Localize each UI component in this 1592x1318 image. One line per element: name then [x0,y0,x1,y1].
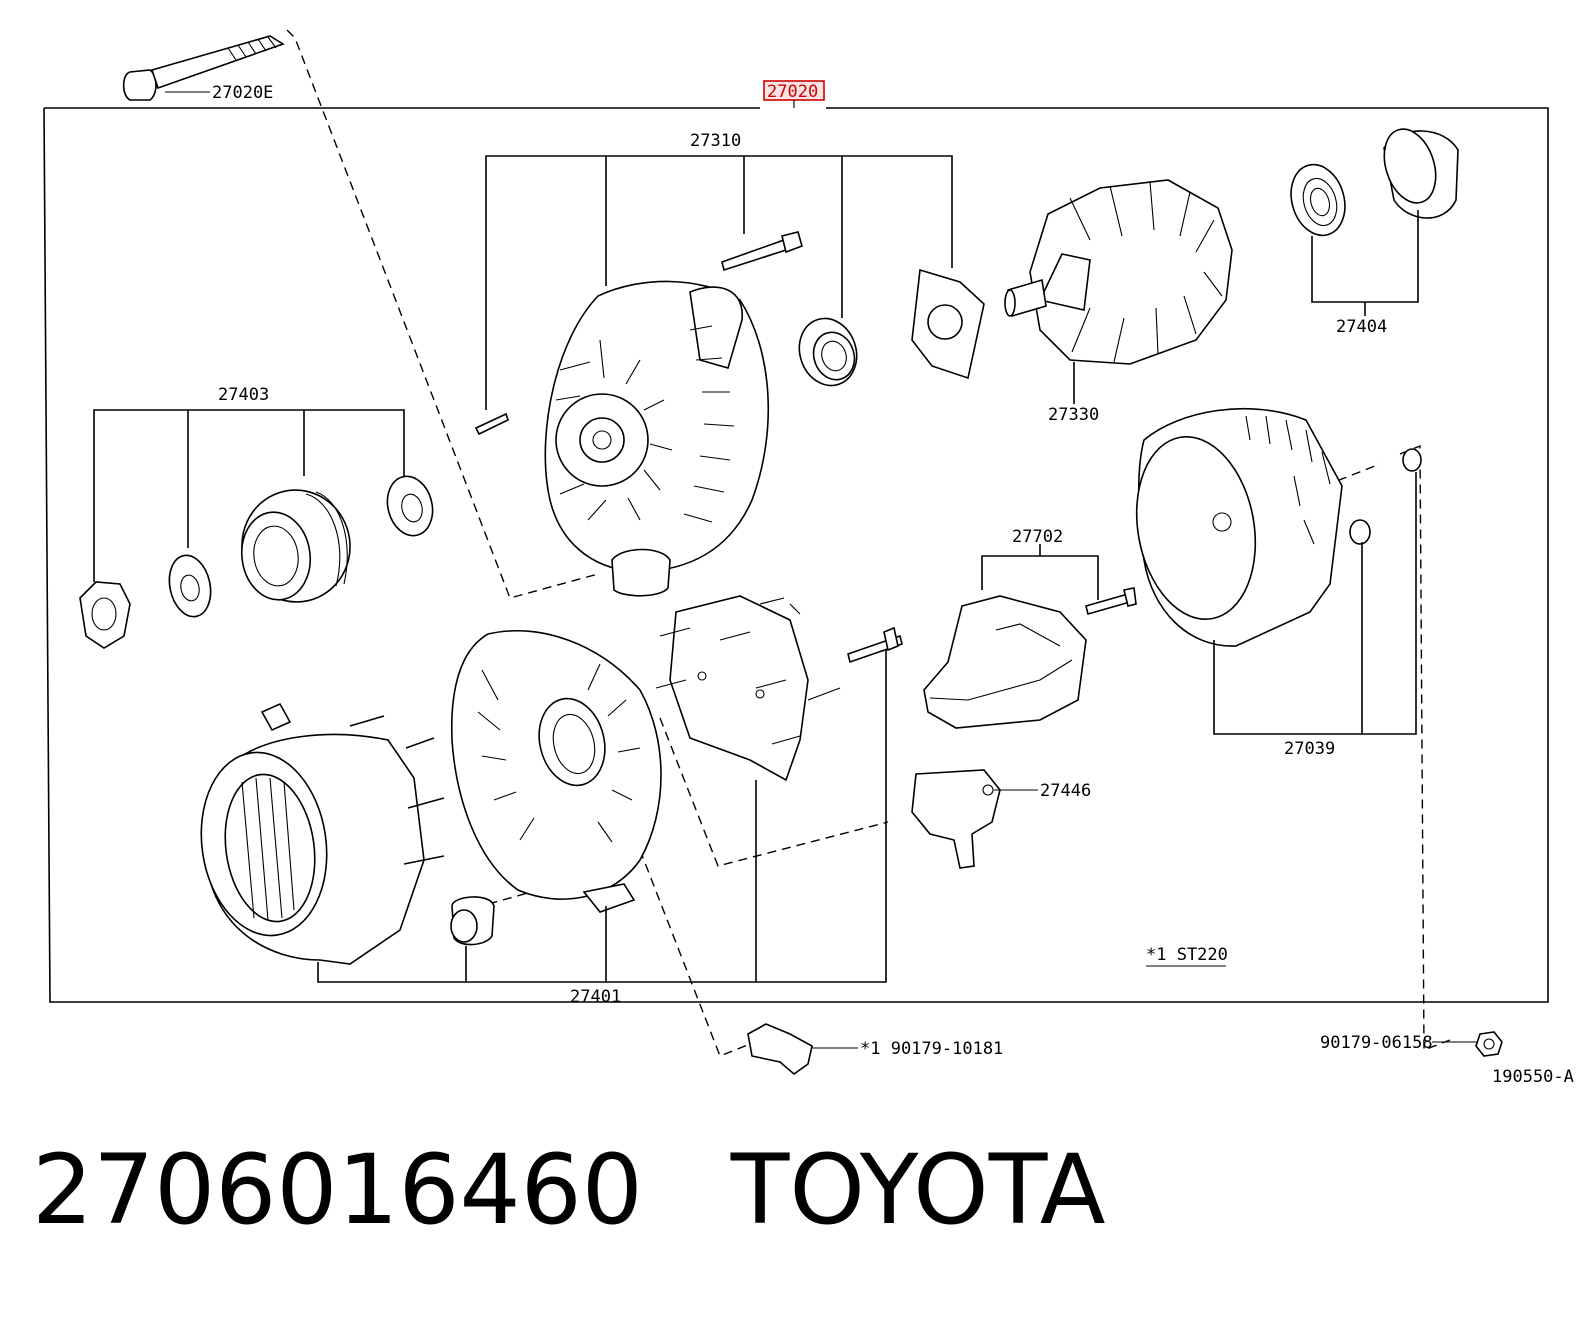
nut-part-label: 90179-06158 [1320,1033,1433,1053]
assembly-number-text: 27020 [767,82,818,102]
rotor-label: 27330 [1048,405,1099,425]
marker-part-label: *1 90179-10181 [860,1039,1003,1059]
rectifier-terminal-part[interactable]: 27446 [911,769,1091,869]
brush-holder-part[interactable]: 27702 [923,527,1137,729]
rear-cover-part[interactable]: 27039 [1123,407,1422,759]
footnote-text: *1 ST220 [1146,945,1228,965]
product-caption: 2706016460 TOYOTA [32,1135,1106,1245]
dashed-guide-lines [286,29,1451,1057]
caption-brand: TOYOTA [730,1134,1106,1246]
rear-cover-label: 27039 [1284,739,1335,759]
marker-part[interactable]: *1 90179-10181 [747,1023,1003,1076]
drive-frame-group[interactable]: 27310 [474,131,985,597]
footnote: *1 ST220 [1146,945,1228,967]
rectifier-end-frame-group[interactable]: 27401 [190,595,903,1007]
figure-id: 190550-A [1492,1067,1574,1087]
pulley-set[interactable]: 27403 [79,385,439,649]
through-bolt-label: 27020E [212,83,273,103]
bearing-set[interactable]: 27404 [1283,122,1459,337]
rotor-part[interactable]: 27330 [1004,179,1233,425]
bearing-set-label: 27404 [1336,317,1387,337]
through-bolt-part[interactable]: 27020E [122,35,285,103]
drive-frame-label: 27310 [690,131,741,151]
caption-part-number: 2706016460 [32,1134,643,1246]
assembly-number-label[interactable]: 27020 [763,80,825,108]
brush-holder-label: 27702 [1012,527,1063,547]
assembly-frame [43,107,1549,1003]
nut-part[interactable]: 90179-06158 [1320,1031,1503,1057]
alternator-exploded-diagram: 27020 27020E 27310 [43,29,1574,1087]
rectifier-terminal-label: 27446 [1040,781,1091,801]
rectifier-end-frame-label: 27401 [570,987,621,1007]
pulley-set-label: 27403 [218,385,269,405]
